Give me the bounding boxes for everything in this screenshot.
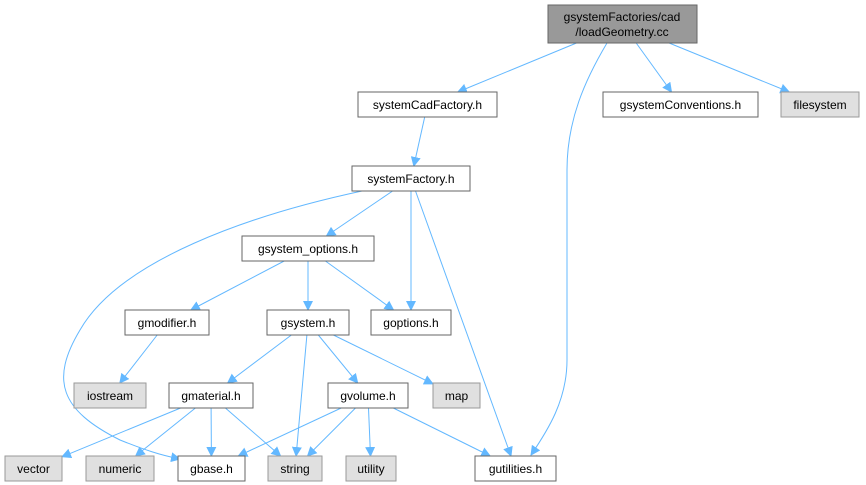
root-label-line2: /loadGeometry.cc <box>575 25 668 39</box>
node-gutilities[interactable]: gutilities.h <box>474 455 557 482</box>
vector-box[interactable] <box>4 455 63 482</box>
gsystem-label: gsystem.h <box>281 316 336 330</box>
edge-systemFactory-to-gbase <box>63 190 363 463</box>
node-filesystem[interactable]: filesystem <box>780 91 860 118</box>
gsystem-box[interactable] <box>266 309 350 336</box>
systemCadFactory-label: systemCadFactory.h <box>373 98 482 112</box>
vector-label: vector <box>17 462 50 476</box>
node-utility[interactable]: utility <box>345 455 397 482</box>
systemFactory-box[interactable] <box>351 165 471 192</box>
edges <box>61 42 791 463</box>
edge-systemFactory-to-gutilities <box>415 190 513 457</box>
string-label: string <box>280 462 309 476</box>
edge-systemCadFactory-to-systemFactory <box>410 116 426 167</box>
utility-box[interactable] <box>345 455 397 482</box>
gutilities-label: gutilities.h <box>489 462 542 476</box>
filesystem-label: filesystem <box>793 98 846 112</box>
node-gsystem[interactable]: gsystem.h <box>266 309 350 336</box>
systemFactory-label: systemFactory.h <box>367 172 454 186</box>
edge-gsystem-to-map <box>333 334 434 385</box>
edge-gmodifier-to-iostream <box>119 334 158 384</box>
gsystem_options-label: gsystem_options.h <box>258 242 358 256</box>
string-box[interactable] <box>267 455 323 482</box>
numeric-box[interactable] <box>85 455 155 482</box>
node-systemCadFactory[interactable]: systemCadFactory.h <box>357 91 498 118</box>
node-vector[interactable]: vector <box>4 455 63 482</box>
goptions-label: goptions.h <box>383 316 438 330</box>
node-gmodifier[interactable]: gmodifier.h <box>124 309 210 336</box>
edge-systemFactory-to-gsystem_options <box>325 190 393 237</box>
node-gsystem_options[interactable]: gsystem_options.h <box>241 235 375 262</box>
edge-root-to-gutilities <box>530 42 608 456</box>
gutilities-box[interactable] <box>474 455 557 482</box>
gmodifier-box[interactable] <box>124 309 210 336</box>
gbase-label: gbase.h <box>190 462 233 476</box>
root-label-line1: gsystemFactories/cad <box>564 10 681 24</box>
nodes: gsystemFactories/cad /loadGeometry.cc sy… <box>4 4 860 482</box>
node-gvolume[interactable]: gvolume.h <box>327 382 409 409</box>
gmodifier-label: gmodifier.h <box>138 316 197 330</box>
gsystem_options-box[interactable] <box>241 235 375 262</box>
gvolume-box[interactable] <box>327 382 409 409</box>
edge-gsystem_options-to-gmodifier <box>189 260 285 311</box>
gsystemConventions-box[interactable] <box>602 91 759 118</box>
gmaterial-label: gmaterial.h <box>181 389 240 403</box>
iostream-box[interactable] <box>73 382 147 409</box>
root-box[interactable] <box>547 4 698 44</box>
edge-gmaterial-to-numeric <box>134 407 196 457</box>
goptions-box[interactable] <box>370 309 452 336</box>
node-gbase[interactable]: gbase.h <box>177 455 246 482</box>
edge-gvolume-to-gbase <box>237 407 342 457</box>
map-box[interactable] <box>432 382 481 409</box>
filesystem-box[interactable] <box>780 91 860 118</box>
edge-gvolume-to-string <box>306 407 356 457</box>
node-map[interactable]: map <box>432 382 481 409</box>
systemCadFactory-box[interactable] <box>357 91 498 118</box>
node-root[interactable]: gsystemFactories/cad /loadGeometry.cc <box>547 4 698 44</box>
gmaterial-box[interactable] <box>168 382 254 409</box>
edge-gmaterial-to-vector <box>61 407 181 458</box>
edge-root-to-systemCadFactory <box>456 42 577 94</box>
node-gmaterial[interactable]: gmaterial.h <box>168 382 254 409</box>
node-string[interactable]: string <box>267 455 323 482</box>
numeric-label: numeric <box>99 462 142 476</box>
edge-gsystem_options-to-goptions <box>325 260 395 311</box>
utility-label: utility <box>357 462 384 476</box>
node-iostream[interactable]: iostream <box>73 382 147 409</box>
edge-root-to-filesystem <box>668 42 791 94</box>
edge-gsystem-to-string <box>291 334 308 457</box>
edge-gvolume-to-gutilities <box>393 407 492 457</box>
iostream-label: iostream <box>87 389 133 403</box>
gbase-box[interactable] <box>177 455 246 482</box>
edge-gmaterial-to-string <box>225 407 282 457</box>
edge-gsystem-to-gmaterial <box>226 334 292 384</box>
edge-gvolume-to-utility <box>365 407 376 457</box>
node-goptions[interactable]: goptions.h <box>370 309 452 336</box>
node-gsystemConventions[interactable]: gsystemConventions.h <box>602 91 759 118</box>
gvolume-label: gvolume.h <box>340 389 395 403</box>
node-numeric[interactable]: numeric <box>85 455 155 482</box>
edge-root-to-gsystemConventions <box>635 42 673 93</box>
gsystemConventions-label: gsystemConventions.h <box>620 98 741 112</box>
map-label: map <box>445 389 469 403</box>
node-systemFactory[interactable]: systemFactory.h <box>351 165 471 192</box>
edge-gsystem-to-gvolume <box>317 334 359 384</box>
